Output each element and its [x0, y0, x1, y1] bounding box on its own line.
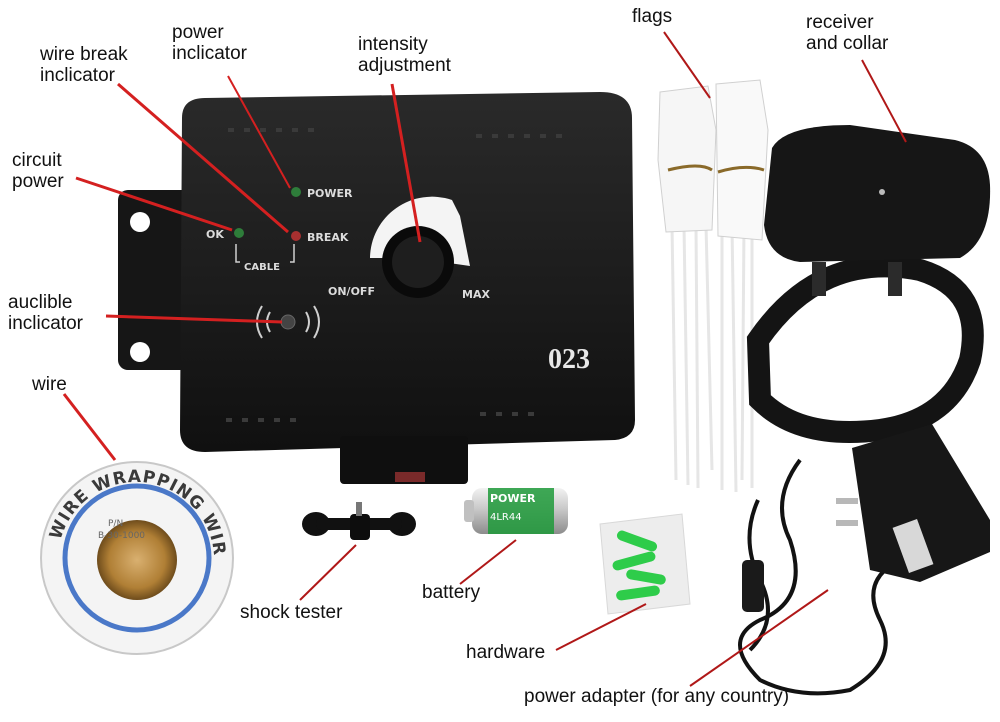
adapter-sticker	[892, 519, 934, 573]
mount-hole-bottom	[130, 342, 150, 362]
vent-slots-bottom	[226, 412, 534, 422]
adapter-cord	[738, 458, 901, 696]
battery-brand: POWER	[490, 492, 536, 505]
adapter-prong-bottom	[836, 520, 858, 526]
battery-terminal	[464, 500, 474, 522]
spool-blue-ring	[62, 483, 212, 633]
power-text: POWER	[307, 187, 353, 200]
marker-flags	[657, 79, 769, 493]
ok-text: OK	[206, 228, 224, 241]
max-text: MAX	[462, 288, 490, 301]
mount-hole-top	[130, 212, 150, 232]
receiver-collar	[746, 125, 991, 443]
break-text: BREAK	[307, 231, 349, 244]
terminal-plug	[395, 472, 425, 482]
flag-bundle-right	[715, 79, 769, 241]
probe-left	[812, 262, 826, 296]
label-shock-tester: shock tester	[240, 602, 343, 623]
ok-led	[234, 228, 244, 238]
collar-strap	[746, 255, 984, 443]
mount-flange-left	[118, 190, 192, 370]
onoff-text: ON/OFF	[328, 285, 375, 298]
spool-part: B-30-1000	[98, 531, 145, 541]
adapter-brick	[852, 424, 990, 582]
label-flags: flags	[632, 6, 673, 27]
receiver-light	[879, 189, 885, 195]
tester-bulb	[356, 502, 362, 516]
battery-model: 4LR44	[490, 512, 522, 523]
hardware-bag	[599, 513, 691, 615]
vent-slots-top	[228, 128, 562, 138]
receiver-box	[764, 125, 991, 262]
label-hardware: hardware	[466, 642, 546, 663]
label-power-adapter: power adapter (for any country)	[524, 686, 790, 707]
spool-pn: P/N	[108, 519, 123, 529]
green-connectors	[612, 530, 666, 601]
dc-plug	[742, 560, 764, 612]
cable-text: CABLE	[244, 262, 280, 273]
break-led	[291, 231, 301, 241]
battery-label-band	[488, 488, 554, 534]
model-number: 023	[548, 344, 590, 375]
power-adapter	[738, 424, 990, 696]
label-wire: wire	[32, 374, 67, 395]
terminal-block	[340, 436, 468, 484]
power-led	[291, 187, 301, 197]
cable-bracket	[235, 244, 295, 263]
label-battery: battery	[422, 582, 481, 603]
audible-indicator	[280, 314, 296, 330]
intensity-knob-cap	[392, 236, 444, 288]
shock-tester	[302, 502, 416, 540]
battery: POWER 4LR44	[464, 488, 568, 534]
rubber-band-right	[717, 165, 765, 174]
rubber-band-left	[667, 164, 713, 172]
flag-bundle-left	[657, 85, 717, 233]
transmitter-unit: POWER BREAK OK CABLE ON/OFF MAX 023	[118, 92, 635, 484]
spool-core	[97, 520, 177, 600]
leader-lines	[62, 31, 907, 687]
probe-right	[888, 262, 902, 296]
adapter-prong-top	[836, 498, 858, 504]
